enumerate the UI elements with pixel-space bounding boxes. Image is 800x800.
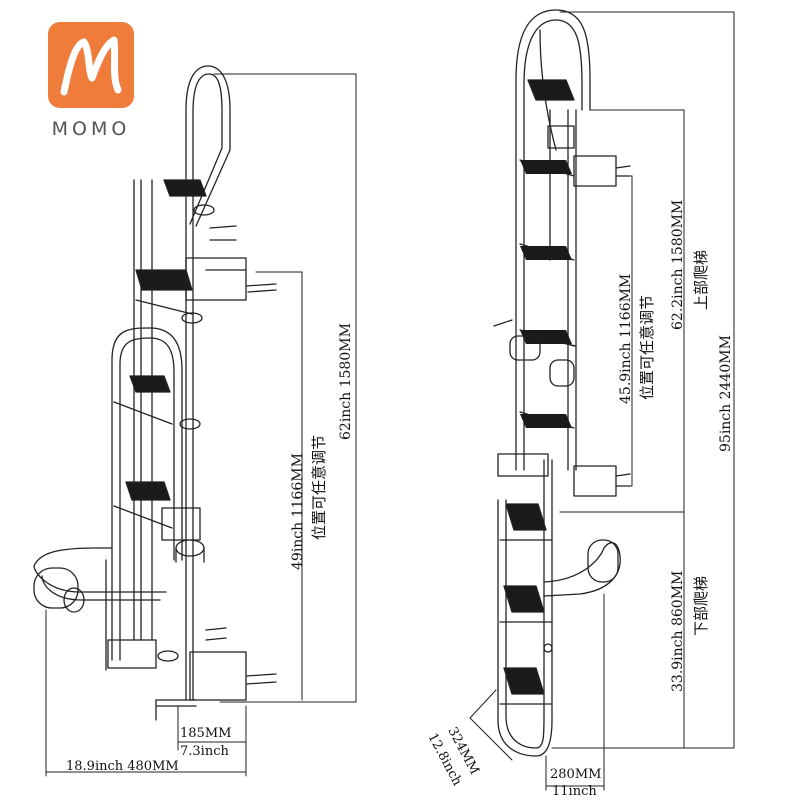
left-adjustable-note: 位置可任意调节	[310, 435, 328, 540]
left-adjustable-range-label: 49inch 1166MM	[290, 453, 306, 570]
right-bottom-width-label: 280MM	[550, 767, 601, 782]
m-letter-logo-icon	[48, 22, 134, 108]
left-step-width-label: 185MM	[180, 726, 231, 741]
right-upper-label: 上部爬梯	[692, 250, 710, 310]
left-dimension-lines	[45, 73, 357, 777]
brand-logo	[48, 22, 134, 108]
right-adjustable-note: 位置可任意调节	[638, 295, 656, 400]
right-overall-height-label: 95inch 2440MM	[718, 335, 734, 452]
right-dimension-lines	[469, 11, 735, 791]
right-ladder-drawing	[493, 9, 631, 757]
right-bottom-width-inch-label: 11inch	[552, 784, 597, 799]
left-ladder-drawing	[33, 65, 277, 721]
right-adjustable-range-label: 45.9inch 1166MM	[618, 274, 634, 404]
right-lower-label: 下部爬梯	[692, 576, 710, 636]
left-step-width-inch-label: 7.3inch	[180, 744, 229, 759]
brand-name: MOMO	[51, 118, 131, 140]
left-total-height-label: 62inch 1580MM	[338, 323, 354, 440]
right-lower-height-label: 33.9inch 860MM	[670, 571, 686, 692]
left-overall-width-label: 18.9inch 480MM	[66, 759, 179, 774]
right-upper-height-label: 62.2inch 1580MM	[670, 200, 686, 330]
